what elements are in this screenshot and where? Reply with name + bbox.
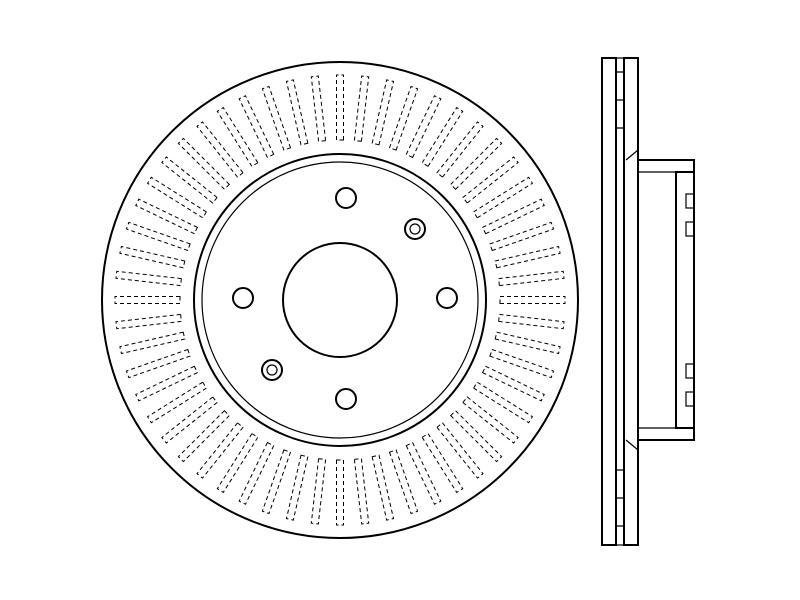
screw-hole-inner [409, 223, 421, 235]
vent-slot [135, 365, 199, 402]
vent-slot [285, 79, 309, 146]
vent-slot [462, 396, 519, 444]
vent-slot [472, 381, 534, 424]
center-bore [282, 242, 398, 358]
vent-slot [238, 441, 275, 505]
hat-profile-top [638, 159, 695, 173]
bolt-mark [685, 193, 695, 209]
vent-slot [421, 106, 464, 168]
bolt-mark [685, 391, 695, 407]
vent-slot [436, 422, 484, 479]
vent-slot [462, 156, 519, 204]
vent-slot [489, 348, 555, 379]
disc-outer-edge [101, 61, 579, 539]
bolt-hole [335, 388, 357, 410]
rotor-inner-plate [623, 57, 639, 546]
vent-slot [261, 85, 292, 151]
vent-slot [371, 454, 395, 521]
vent-slot [119, 245, 186, 269]
vent-slot [285, 454, 309, 521]
vent-slot [238, 95, 275, 159]
vent-slot [353, 458, 370, 525]
vent-slot [216, 106, 259, 168]
hat-step [625, 439, 639, 451]
hat-step [625, 149, 639, 161]
hat-outer-edge [193, 153, 487, 447]
vent-slot [119, 331, 186, 355]
vent-slot [125, 348, 191, 379]
vent-slot [371, 79, 395, 146]
vent-slot [161, 156, 218, 204]
vent-slot [353, 75, 370, 142]
vent-slot [494, 245, 561, 269]
vent-slot [261, 449, 292, 515]
rotor-outer-plate [601, 57, 617, 546]
vent-slot [196, 422, 244, 479]
vent-slot [177, 137, 231, 191]
vent-slot [115, 313, 182, 330]
vent-slot [146, 381, 208, 424]
vent-slot [436, 121, 484, 178]
vent-slot [115, 270, 182, 287]
vent-slot [449, 137, 503, 191]
vent-slot [336, 74, 344, 141]
vent-slot [135, 198, 199, 235]
vent-slot [421, 432, 464, 494]
side-view [601, 57, 695, 546]
vent-slot [405, 441, 442, 505]
screw-holes [261, 218, 426, 381]
vent-slot [336, 459, 344, 526]
bolt-mark [685, 221, 695, 237]
ventilation-slots [114, 74, 566, 526]
vent-slot [125, 221, 191, 252]
vent-slot [481, 198, 545, 235]
hat-inner-edge [201, 161, 479, 439]
vent-slot [310, 75, 327, 142]
hat-face [675, 171, 695, 429]
vent-slot [499, 296, 566, 304]
hat-profile-bottom [638, 427, 695, 441]
vent-slot [498, 270, 565, 287]
vent-slot [472, 176, 534, 219]
bolt-mark [685, 363, 695, 379]
screw-hole-inner [266, 364, 278, 376]
vane-bridges [616, 71, 624, 527]
vent-slot [114, 296, 181, 304]
bolt-hole [436, 287, 458, 309]
vent-slot [494, 331, 561, 355]
vent-slot [310, 458, 327, 525]
vent-slot [177, 409, 231, 463]
screw-hole-outer [404, 218, 426, 240]
bolt-holes [232, 187, 458, 410]
vent-slot [388, 449, 419, 515]
vent-slot [481, 365, 545, 402]
vent-slot [146, 176, 208, 219]
screw-hole-outer [261, 359, 283, 381]
vent-slot [405, 95, 442, 159]
vent-slot [498, 313, 565, 330]
vent-slot [489, 221, 555, 252]
hub-bolt-marks [685, 193, 695, 407]
bolt-hole [335, 187, 357, 209]
front-view [101, 61, 579, 539]
vent-slot [161, 396, 218, 444]
vent-slot [216, 432, 259, 494]
bolt-hole [232, 287, 254, 309]
vent-slot [388, 85, 419, 151]
vent-slot [449, 409, 503, 463]
vent-slot [196, 121, 244, 178]
